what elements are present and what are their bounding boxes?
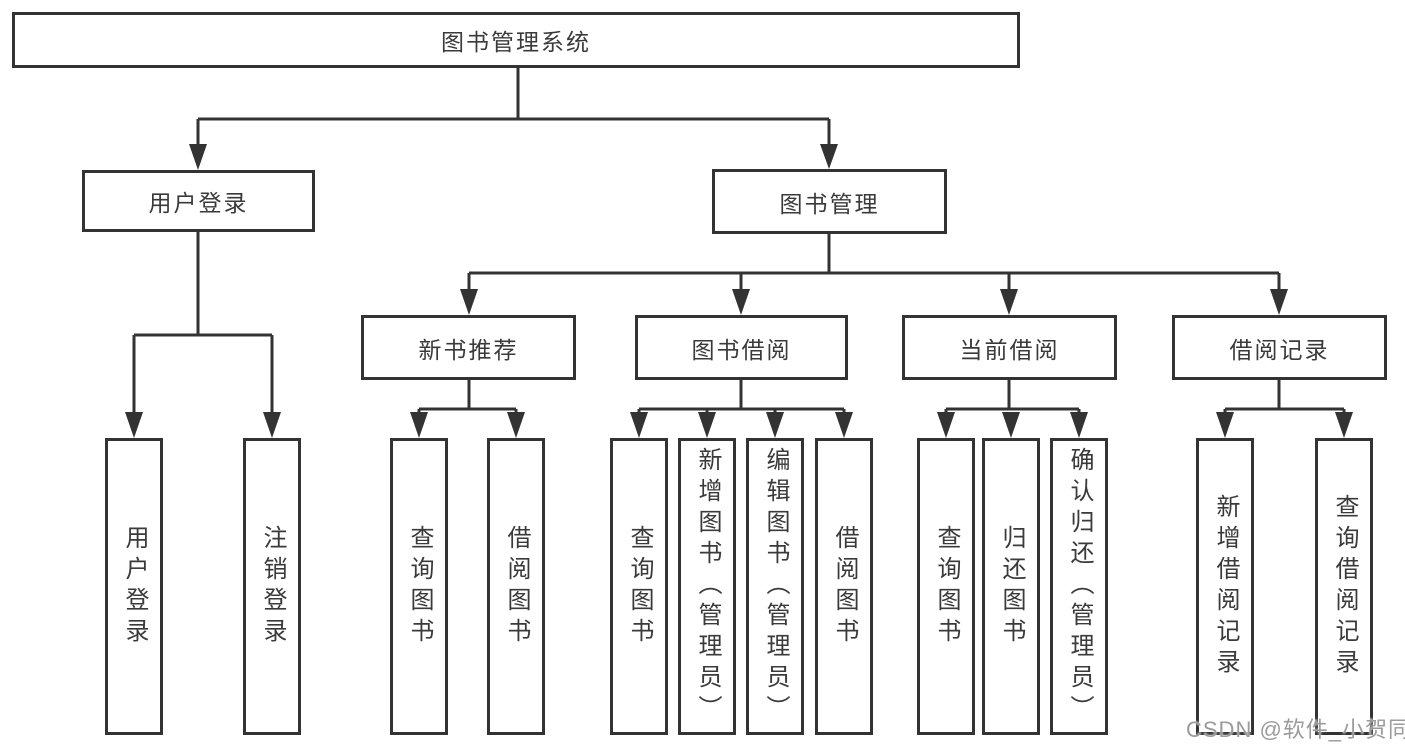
leaf-query-books-recommend: 查询图书 [390, 438, 448, 735]
node-book-management: 图书管理 [712, 169, 947, 234]
node-label: 当前借阅 [959, 336, 1060, 363]
node-label: 图书管理 [779, 190, 880, 217]
node-label: 编辑图书（管理员） [762, 447, 789, 726]
node-label: 注销登录 [259, 524, 286, 649]
node-label: 确认归还（管理员） [1066, 447, 1093, 726]
node-label: 用户登录 [121, 524, 148, 649]
node-new-book-recommendation: 新书推荐 [361, 315, 576, 380]
node-label: 新书推荐 [418, 336, 519, 363]
leaf-borrow-books-recommend: 借阅图书 [487, 438, 545, 735]
node-label: 图书管理系统 [441, 29, 591, 55]
node-label: 借阅图书 [503, 524, 530, 649]
leaf-add-books-admin: 新增图书（管理员） [678, 438, 736, 735]
leaf-query-borrow-record: 查询借阅记录 [1315, 438, 1373, 735]
node-label: 借阅记录 [1229, 336, 1330, 363]
leaf-logout: 注销登录 [243, 438, 301, 735]
node-borrowing-records: 借阅记录 [1172, 315, 1387, 380]
node-label: 新增借阅记录 [1212, 493, 1239, 680]
node-user-login: 用户登录 [82, 170, 315, 232]
leaf-return-books: 归还图书 [982, 438, 1040, 735]
leaf-user-login: 用户登录 [105, 438, 163, 735]
csdn-watermark: CSDN @软件_小贺同学 [1186, 717, 1405, 742]
leaf-borrow-books: 借阅图书 [815, 438, 873, 735]
node-label: 新增图书（管理员） [694, 447, 721, 726]
leaf-confirm-return-admin: 确认归还（管理员） [1050, 438, 1108, 735]
leaf-add-borrow-record: 新增借阅记录 [1196, 438, 1254, 735]
node-library-management-system: 图书管理系统 [12, 12, 1020, 68]
node-current-borrowing: 当前借阅 [902, 315, 1117, 380]
node-book-borrowing: 图书借阅 [635, 315, 848, 380]
node-label: 借阅图书 [831, 524, 858, 649]
node-label: 查询图书 [933, 524, 960, 649]
node-label: 用户登录 [148, 190, 249, 216]
node-label: 查询图书 [406, 524, 433, 649]
node-label: 归还图书 [998, 524, 1025, 649]
leaf-query-books-borrow: 查询图书 [610, 438, 668, 735]
leaf-edit-books-admin: 编辑图书（管理员） [746, 438, 804, 735]
node-label: 图书借阅 [691, 336, 792, 363]
leaf-query-books-current: 查询图书 [917, 438, 975, 735]
node-label: 查询借阅记录 [1331, 493, 1358, 680]
node-label: 查询图书 [626, 524, 653, 649]
